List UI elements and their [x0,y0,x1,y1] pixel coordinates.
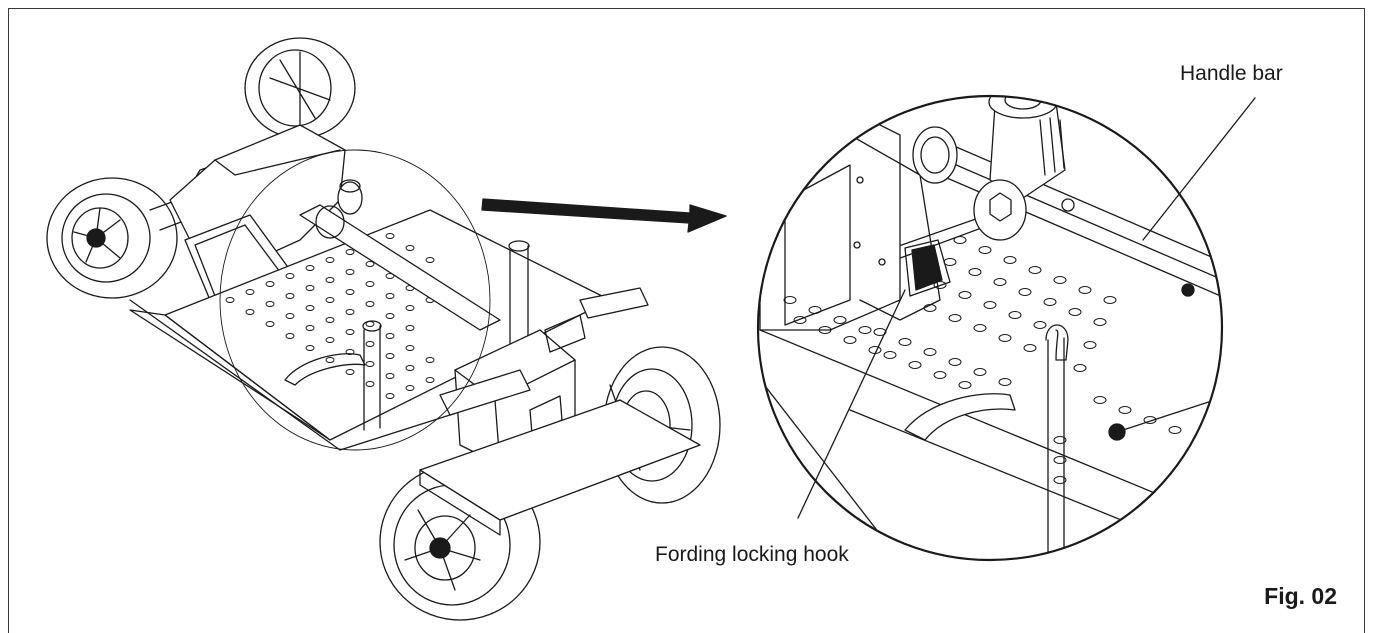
handle-bar-label: Handle bar [1180,62,1283,85]
scooter-chassis [46,37,721,621]
floor-perforations [225,233,435,399]
detail-view [756,94,1224,562]
figure-frame [8,8,1365,633]
rear-left-wheel [46,177,178,299]
figure-caption: Fig. 02 [1264,583,1337,609]
magnify-arrow [481,198,727,233]
detail-perforations [783,236,1182,484]
folding-hook-label: Fording locking hook [655,543,849,566]
rear-right-wheel [244,37,356,139]
handle-bar-leader [1142,97,1256,241]
hook-leader [797,289,906,519]
